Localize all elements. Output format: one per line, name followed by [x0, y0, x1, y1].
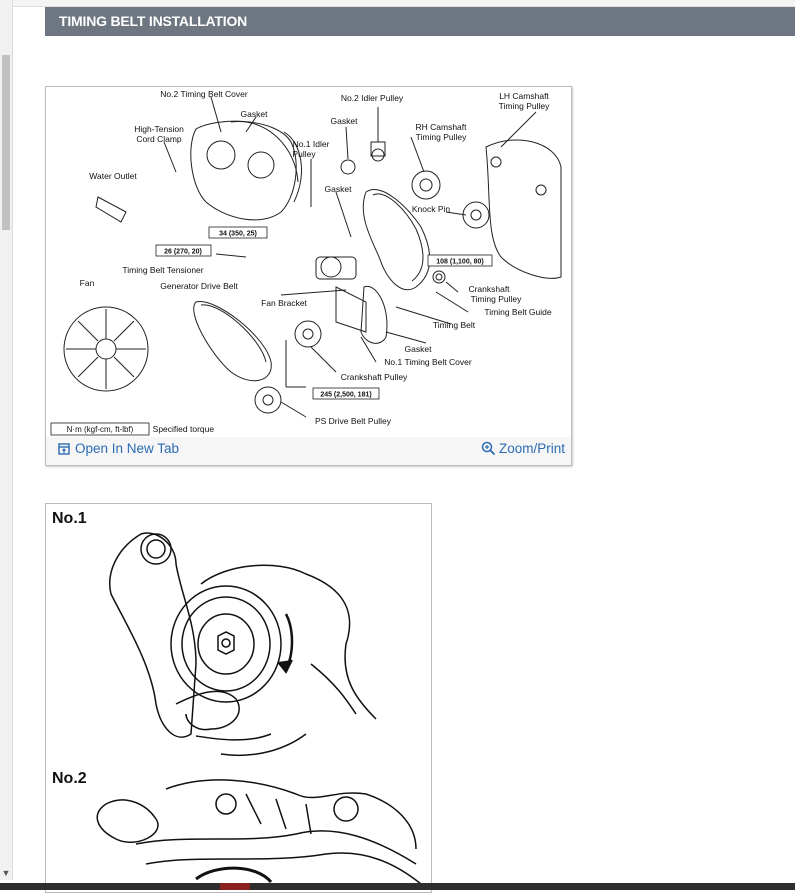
open-in-new-tab-link[interactable]: Open In New Tab: [58, 441, 179, 456]
torque-box-34: 34 (350, 25): [219, 231, 257, 238]
label-gasket-lower: Gasket: [405, 344, 433, 354]
legend-text: : Specified torque: [148, 424, 214, 434]
torque-box-26: 26 (270, 20): [164, 249, 202, 256]
label-cord-clamp-line1: High-Tension: [134, 124, 184, 134]
zoom-print-label: Zoom/Print: [498, 441, 565, 456]
label-gasket-top: Gasket: [241, 109, 269, 119]
label-cord-clamp-line2: Cord Clamp: [136, 134, 182, 144]
label-idler-pulley-no2: No.2 Idler Pulley: [341, 93, 404, 103]
label-ps-pulley: PS Drive Belt Pulley: [315, 416, 392, 426]
taskbar-indicator: [220, 883, 250, 890]
bottom-taskbar: [0, 883, 795, 890]
timing-belt-exploded-diagram: No.2 Timing Belt Cover No.2 Idler Pulley…: [50, 89, 562, 436]
label-belt-guide: Timing Belt Guide: [484, 307, 552, 317]
legend-box: N·m (kgf-cm, ft-lbf): [67, 425, 134, 434]
open-new-tab-icon: [58, 442, 70, 455]
figure-footer: Open In New Tab Zoom/Print: [46, 437, 571, 465]
pulley-rotation-figure: No.1 No.2: [45, 503, 432, 893]
label-rh-camshaft-line1: RH Camshaft: [415, 122, 467, 132]
label-belt-cover-no1: No.1 Timing Belt Cover: [384, 357, 472, 367]
label-crankshaft-pulley: Crankshaft Pulley: [341, 372, 408, 382]
label-gasket-mid: Gasket: [325, 184, 353, 194]
scroll-down-arrow-icon[interactable]: ▼: [1, 868, 11, 878]
zoom-magnifier-icon: [481, 441, 496, 456]
label-fan-bracket: Fan Bracket: [261, 298, 307, 308]
label-crank-pulley-line1: Crankshaft: [468, 284, 510, 294]
label-crank-pulley-line2: Timing Pulley: [471, 294, 522, 304]
label-generator-belt: Generator Drive Belt: [160, 281, 238, 291]
label-idler-pulley-no1-line1: No.1 Idler: [293, 139, 330, 149]
page-scrollbar[interactable]: ▼: [0, 0, 13, 880]
label-water-outlet: Water Outlet: [89, 171, 137, 181]
label-rh-camshaft-line2: Timing Pulley: [416, 132, 467, 142]
section-header: TIMING BELT INSTALLATION: [45, 7, 795, 36]
label-knock-pin: Knock Pin: [412, 204, 451, 214]
label-idler-pulley-no1-line2: Pulley: [292, 149, 316, 159]
label-fan: Fan: [80, 278, 95, 288]
scrollbar-thumb[interactable]: [2, 55, 10, 230]
label-timing-belt: Timing Belt: [433, 320, 476, 330]
label-no1: No.1: [52, 510, 87, 527]
top-divider: [13, 0, 795, 7]
timing-belt-diagram-figure: No.2 Timing Belt Cover No.2 Idler Pulley…: [45, 86, 572, 466]
torque-box-245: 245 (2,500, 181): [320, 392, 371, 399]
torque-box-108: 108 (1,100, 80): [436, 259, 483, 266]
pulley-rotation-illustration: No.1 No.2: [52, 510, 422, 885]
zoom-print-link[interactable]: Zoom/Print: [481, 441, 565, 456]
label-gasket-upper-right: Gasket: [331, 116, 359, 126]
label-lh-camshaft-line2: Timing Pulley: [499, 101, 550, 111]
open-in-new-tab-label: Open In New Tab: [75, 441, 180, 456]
section-title: TIMING BELT INSTALLATION: [59, 13, 248, 29]
label-no2: No.2: [52, 770, 87, 787]
label-timing-belt-cover-no2: No.2 Timing Belt Cover: [160, 89, 248, 99]
label-lh-camshaft-line1: LH Camshaft: [499, 91, 549, 101]
label-tensioner: Timing Belt Tensioner: [122, 265, 203, 275]
